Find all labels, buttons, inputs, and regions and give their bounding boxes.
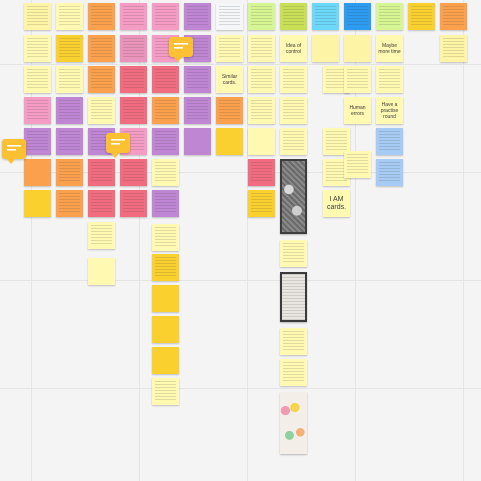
sticky-note[interactable] [376,128,403,155]
sticky-note-similar-cards[interactable]: Similar cards. [216,66,243,93]
sticky-note[interactable] [248,66,275,93]
sticky-note-i-am-cards[interactable]: I AM cards. [323,190,350,217]
note-text: Similar cards. [221,73,238,86]
comment-icon [7,145,21,153]
sticky-note[interactable] [152,224,179,251]
sticky-note[interactable] [88,35,115,62]
sticky-note[interactable] [408,3,435,30]
sticky-note[interactable] [312,3,339,30]
sticky-note[interactable] [120,66,147,93]
sticky-note[interactable] [280,240,307,267]
sticky-note[interactable] [88,222,115,249]
sticky-note[interactable] [152,347,179,374]
sticky-note[interactable] [376,159,403,186]
sticky-note[interactable] [280,97,307,124]
sticky-note[interactable] [344,151,371,178]
sticky-note[interactable] [184,128,211,155]
sticky-note[interactable] [440,35,467,62]
sticky-note[interactable] [24,97,51,124]
sticky-note[interactable] [440,3,467,30]
photo-thumbnail[interactable] [280,159,307,234]
sticky-note[interactable] [56,3,83,30]
sticky-note[interactable] [24,128,51,155]
sticky-note[interactable] [56,128,83,155]
sticky-note[interactable] [312,35,339,62]
sticky-note[interactable] [184,66,211,93]
note-text: Have a practise round [380,101,399,120]
sticky-note[interactable] [120,3,147,30]
sticky-note[interactable] [56,35,83,62]
sticky-note[interactable] [24,66,51,93]
photo-thumbnail[interactable] [280,392,307,454]
sticky-note[interactable] [152,66,179,93]
sticky-note-idea-of-control[interactable]: Idea of control [280,35,307,62]
sticky-note[interactable] [120,159,147,186]
sticky-note[interactable] [152,254,179,281]
sticky-note[interactable] [24,190,51,217]
sticky-note[interactable] [184,3,211,30]
sticky-note[interactable] [152,159,179,186]
sticky-note[interactable] [152,378,179,405]
comment-icon [111,139,125,147]
comment-marker[interactable] [106,133,130,158]
sticky-note[interactable] [376,66,403,93]
sticky-note[interactable] [120,190,147,217]
sticky-note[interactable] [120,97,147,124]
sticky-note-maybe-more-time[interactable]: Maybe more time [376,35,403,62]
sticky-note[interactable] [248,190,275,217]
sticky-note[interactable] [323,128,350,155]
comment-icon [174,43,188,51]
sticky-note[interactable] [344,3,371,30]
sticky-note[interactable] [152,97,179,124]
sticky-note[interactable] [152,316,179,343]
sticky-note-practise-round[interactable]: Have a practise round [376,97,403,124]
sticky-note[interactable] [88,258,115,285]
sticky-note[interactable] [88,190,115,217]
note-text: Idea of control [285,42,302,55]
sticky-note[interactable] [280,3,307,30]
sticky-note[interactable] [88,3,115,30]
sticky-note[interactable] [56,190,83,217]
sticky-note[interactable] [280,328,307,355]
sticky-note[interactable] [152,3,179,30]
sticky-note[interactable] [216,128,243,155]
sticky-note[interactable] [152,285,179,312]
sticky-note[interactable] [152,190,179,217]
sticky-note[interactable] [24,159,51,186]
sticky-note[interactable] [280,128,307,155]
sticky-note[interactable] [56,159,83,186]
sticky-note-human-errors[interactable]: Human errors [344,97,371,124]
sticky-note[interactable] [88,66,115,93]
sticky-note[interactable] [280,66,307,93]
sticky-note[interactable] [216,35,243,62]
comment-marker[interactable] [169,37,193,62]
sticky-note[interactable] [344,66,371,93]
comment-marker[interactable] [2,139,26,164]
sticky-note[interactable] [184,97,211,124]
sticky-note[interactable] [248,35,275,62]
sticky-note[interactable] [248,97,275,124]
sticky-note[interactable] [216,3,243,30]
note-text: Human errors [349,104,366,117]
sticky-note[interactable] [376,3,403,30]
sticky-note[interactable] [24,3,51,30]
sticky-note[interactable] [88,97,115,124]
sticky-note[interactable] [248,159,275,186]
note-text: Maybe more time [378,42,401,55]
sticky-note[interactable] [248,128,275,155]
note-text: I AM cards. [326,195,347,211]
photo-thumbnail[interactable] [280,272,307,322]
sticky-note[interactable] [88,159,115,186]
sticky-note[interactable] [248,3,275,30]
sticky-note[interactable] [280,359,307,386]
sticky-note[interactable] [216,97,243,124]
sticky-note[interactable] [56,97,83,124]
sticky-note[interactable] [24,35,51,62]
sticky-note[interactable] [120,35,147,62]
sticky-note[interactable] [56,66,83,93]
sticky-note[interactable] [152,128,179,155]
sticky-note[interactable] [344,35,371,62]
